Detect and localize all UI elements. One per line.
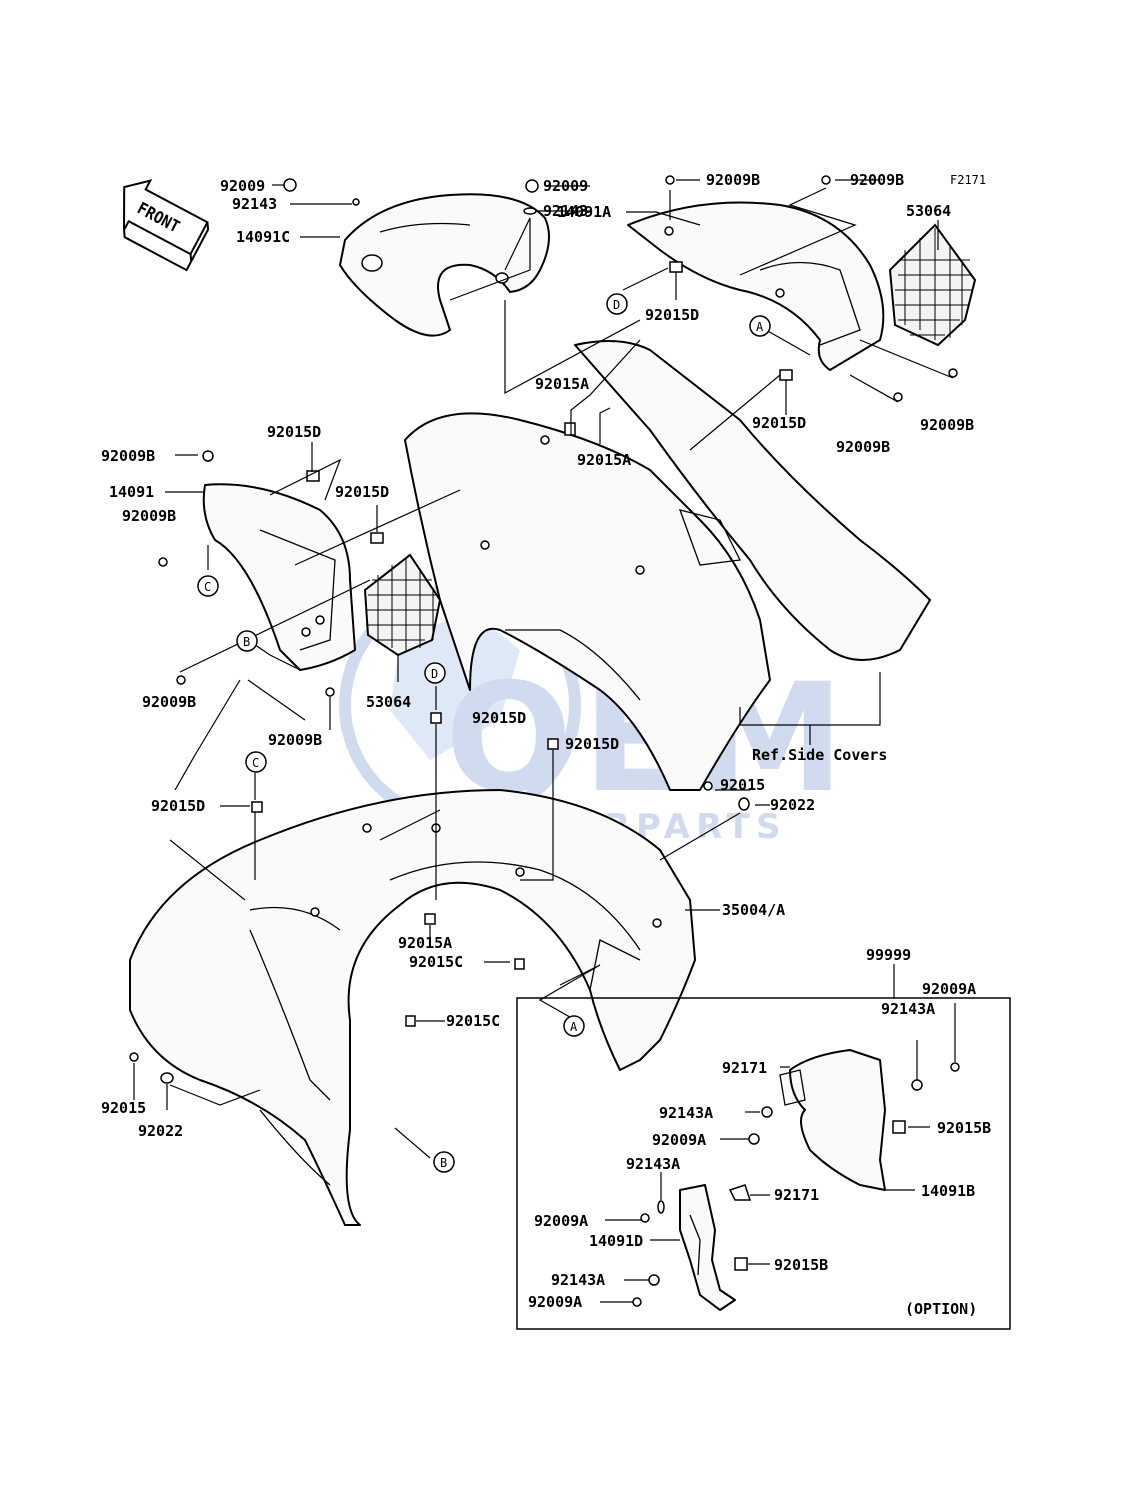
label-92015: 92015 xyxy=(720,776,765,794)
label-92009b: 92009B xyxy=(920,416,974,434)
label-14091b: 14091B xyxy=(921,1182,975,1200)
label-92009b: 92009B xyxy=(142,693,196,711)
label-92171: 92171 xyxy=(722,1059,767,1077)
cover-14091 xyxy=(202,483,356,671)
label-92015a: 92015A xyxy=(535,375,589,393)
label-92143a: 92143A xyxy=(626,1155,680,1173)
label-92015b: 92015B xyxy=(774,1256,828,1274)
label-92143: 92143 xyxy=(543,202,588,220)
callout-c-left: C xyxy=(197,575,219,597)
part-labels: 92009 92143 14091C 92009 92143 92009B 92… xyxy=(101,171,991,1318)
svg-text:C: C xyxy=(204,580,211,594)
label-92015a: 92015A xyxy=(577,451,631,469)
label-92143: 92143 xyxy=(232,195,277,213)
svg-text:B: B xyxy=(440,1156,447,1170)
label-92015d: 92015D xyxy=(472,709,526,727)
label-53064: 53064 xyxy=(366,693,411,711)
label-92022: 92022 xyxy=(770,796,815,814)
label-92015d: 92015D xyxy=(267,423,321,441)
option-group-box xyxy=(516,964,1011,1330)
callout-c-mid: C xyxy=(245,751,267,773)
label-92015d: 92015D xyxy=(151,797,205,815)
option-note: (OPTION) xyxy=(905,1300,977,1318)
svg-text:C: C xyxy=(252,756,259,770)
label-92143a: 92143A xyxy=(881,1000,935,1018)
callout-b-bottom: B xyxy=(433,1151,455,1173)
label-92009b: 92009B xyxy=(122,507,176,525)
label-92015: 92015 xyxy=(101,1099,146,1117)
callout-a-bottom: A xyxy=(563,1015,585,1037)
label-92015d: 92015D xyxy=(565,735,619,753)
label-92015c: 92015C xyxy=(446,1012,500,1030)
svg-text:D: D xyxy=(431,667,438,681)
label-92143a: 92143A xyxy=(659,1104,713,1122)
label-92015c: 92015C xyxy=(409,953,463,971)
callout-d-mid: D xyxy=(424,662,446,684)
hardware-markers xyxy=(129,175,960,1307)
label-92009b: 92009B xyxy=(268,731,322,749)
cover-14091c xyxy=(339,193,550,337)
label-92009b: 92009B xyxy=(101,447,155,465)
label-92015d: 92015D xyxy=(752,414,806,432)
label-92022: 92022 xyxy=(138,1122,183,1140)
grille-53064-left xyxy=(363,553,442,657)
label-92015b: 92015B xyxy=(937,1119,991,1137)
reference-code: F2171 xyxy=(950,173,986,187)
callout-b-left: B xyxy=(236,630,258,652)
grille-53064-right xyxy=(888,223,977,347)
cover-14091a xyxy=(627,201,885,371)
callout-markers: D A C B D C A B xyxy=(197,293,771,1173)
label-92015a: 92015A xyxy=(398,934,452,952)
label-92015d: 92015D xyxy=(645,306,699,324)
label-92009a: 92009A xyxy=(652,1131,706,1149)
label-92015d: 92015D xyxy=(335,483,389,501)
label-92009b: 92009B xyxy=(850,171,904,189)
label-92143a: 92143A xyxy=(551,1271,605,1289)
front-direction-arrow: FRONT xyxy=(123,179,210,272)
label-92009a: 92009A xyxy=(528,1293,582,1311)
svg-text:B: B xyxy=(243,635,250,649)
rear-fender-35004a xyxy=(129,789,696,1226)
svg-text:D: D xyxy=(613,298,620,312)
guard-14091d xyxy=(679,1184,736,1311)
label-92009a: 92009A xyxy=(534,1212,588,1230)
label-14091d: 14091D xyxy=(589,1232,643,1250)
label-92009a: 92009A xyxy=(922,980,976,998)
svg-text:A: A xyxy=(756,320,764,334)
label-14091a: 14091A xyxy=(557,203,611,221)
label-53064: 53064 xyxy=(906,202,951,220)
label-99999: 99999 xyxy=(866,946,911,964)
label-35004a: 35004/A xyxy=(722,901,785,919)
label-14091c: 14091C xyxy=(236,228,290,246)
callout-a-top: A xyxy=(749,315,771,337)
guard-14091b xyxy=(779,1049,886,1191)
svg-text:A: A xyxy=(570,1020,578,1034)
callout-d-top: D xyxy=(606,293,628,315)
leader-lines xyxy=(133,179,956,1303)
label-92171: 92171 xyxy=(774,1186,819,1204)
label-92009: 92009 xyxy=(220,177,265,195)
label-92009b: 92009B xyxy=(706,171,760,189)
label-92009b: 92009B xyxy=(836,438,890,456)
label-14091: 14091 xyxy=(109,483,154,501)
reference-side-covers: Ref.Side Covers xyxy=(752,746,887,764)
label-92009: 92009 xyxy=(543,177,588,195)
